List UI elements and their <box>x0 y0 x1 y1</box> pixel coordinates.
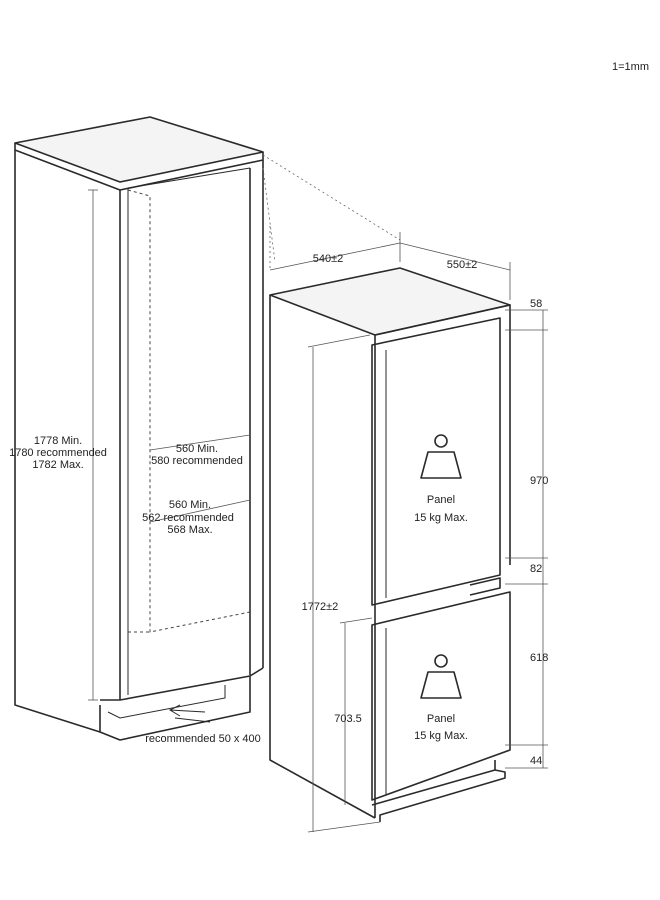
lower-panel-weight: 15 kg Max. <box>414 730 468 742</box>
cabinet-depth-line-2: 562 recommended <box>142 512 234 524</box>
cabinet-height-line-3: 1782 Max. <box>32 459 83 471</box>
cabinet-niche <box>14 116 264 741</box>
upper-panel-weight: 15 kg Max. <box>414 512 468 524</box>
cabinet-height-line-2: 1780 recommended <box>9 447 107 459</box>
weight-icon <box>420 654 462 699</box>
refrigerator-unit <box>269 267 511 822</box>
width-label: 550±2 <box>447 259 478 271</box>
scale-note: 1=1mm <box>612 61 649 73</box>
weight-icon <box>420 434 462 479</box>
cabinet-depth-line-3: 568 Max. <box>167 524 212 536</box>
cabinet-height-line-1: 1778 Min. <box>34 435 82 447</box>
cabinet-width-line-2: 580 recommended <box>151 455 243 467</box>
lower-door-label: 618 <box>530 652 548 664</box>
cabinet-width-line-1: 560 Min. <box>176 443 218 455</box>
depth-label: 540±2 <box>313 253 344 265</box>
right-dimension-chain <box>505 309 548 769</box>
upper-panel-title: Panel <box>427 494 455 506</box>
upper-door-label: 970 <box>530 475 548 487</box>
depth-dimension <box>269 242 401 271</box>
cabinet-depth-dimension <box>149 499 251 523</box>
lower-panel-title: Panel <box>427 713 455 725</box>
bottom-gap-label: 44 <box>530 755 542 767</box>
cabinet-width-dimension <box>149 434 251 451</box>
top-gap-label: 58 <box>530 298 542 310</box>
width-dimension <box>399 242 511 271</box>
cabinet-depth-line-1: 560 Min. <box>169 499 211 511</box>
vent-note: recommended 50 x 400 <box>145 733 261 745</box>
middle-gap-label: 82 <box>530 563 542 575</box>
total-height-label: 1772±2 <box>302 601 339 613</box>
lower-door-height-label: 703.5 <box>334 713 362 725</box>
